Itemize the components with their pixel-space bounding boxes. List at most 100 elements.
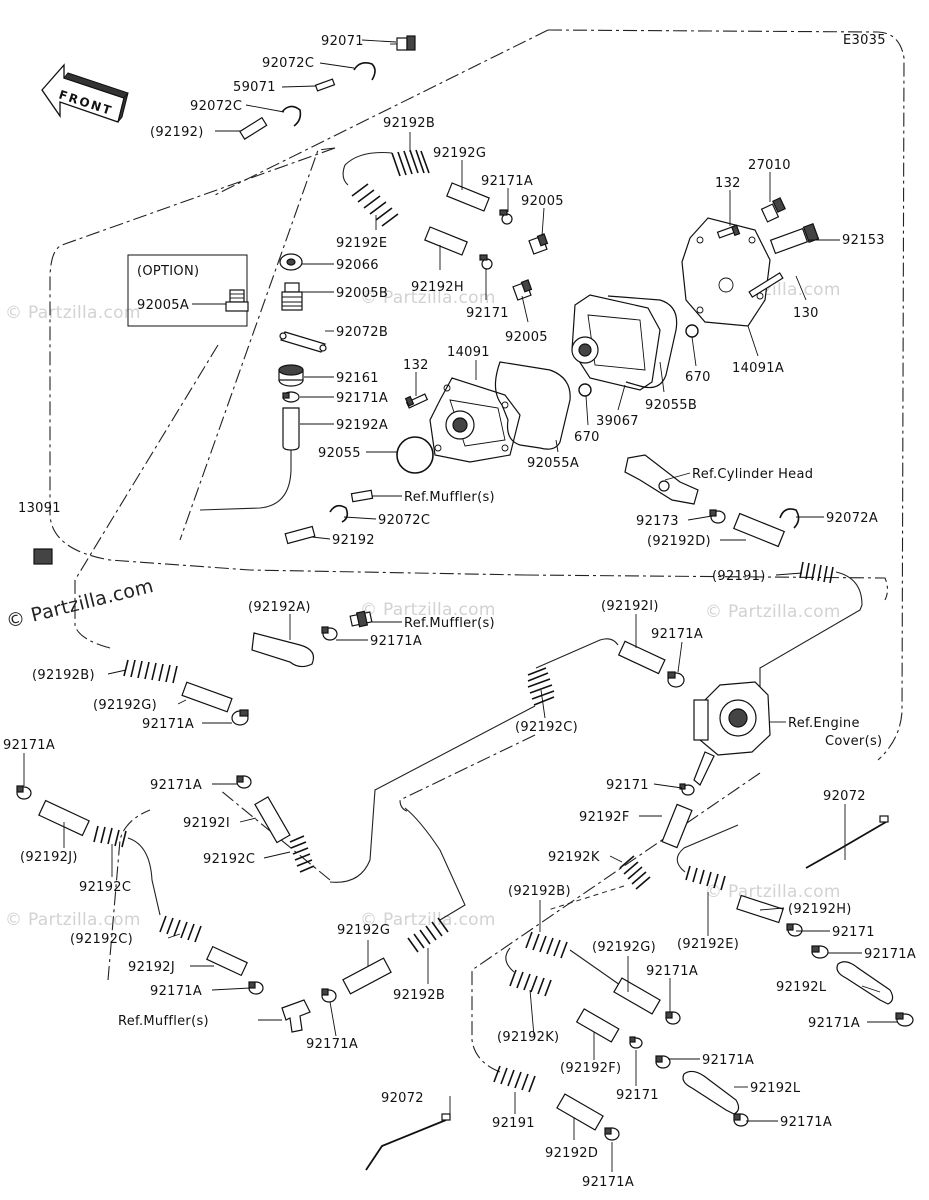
label-ref-muffler: Ref.Muffler(s)	[118, 1014, 209, 1029]
label-132: 132	[403, 358, 429, 373]
label-92192H: 92192H	[411, 280, 464, 295]
label-92171A: 92171A	[651, 627, 703, 642]
tie-92072-right	[805, 815, 889, 869]
spring-hose-92192K-bottom	[505, 947, 552, 997]
label-92191: 92191	[492, 1116, 535, 1131]
label-92192C: 92192C	[203, 852, 255, 867]
hose-92192D-bottom	[556, 1093, 604, 1131]
watermark: © Partzilla.com	[705, 882, 841, 902]
plug-92005A	[225, 289, 249, 312]
clamp-92171-right	[786, 923, 803, 937]
label-92173: 92173	[636, 514, 679, 529]
plug-92005B	[281, 282, 303, 311]
clamp-92072C-top	[353, 62, 376, 81]
fitting-ref-muffler-top	[350, 489, 374, 503]
hose-92192-top	[239, 116, 268, 140]
boundary-outlines	[49, 29, 905, 1073]
label-92171A: 92171A	[646, 964, 698, 979]
spring-hose-92192B-center	[404, 807, 466, 953]
clamp-92171-center	[679, 783, 695, 796]
spring-hose-92192E-top	[351, 183, 399, 227]
label-92192: 92192	[332, 533, 375, 548]
label-92055A: 92055A	[527, 456, 579, 471]
watermark: © Partzilla.com	[360, 288, 496, 308]
clamp-92171A-top	[499, 209, 513, 225]
label-27010: 27010	[748, 158, 791, 173]
housing-39067	[571, 294, 661, 391]
spring-hose-92191-bottom	[493, 1065, 536, 1093]
clamp-92171A-right	[667, 671, 685, 688]
label-92072: 92072	[381, 1091, 424, 1106]
clamp-92171A-far-left	[16, 785, 32, 800]
clamp-92171A-center-low	[321, 988, 337, 1003]
clamp-92171A-stack	[282, 391, 300, 403]
label-92005: 92005	[505, 330, 548, 345]
spring-hose-92192B-left	[123, 659, 178, 684]
spring-hose-92192C-left	[93, 825, 161, 916]
hose-92192A-mid	[251, 632, 315, 668]
fitting-92153	[769, 223, 820, 255]
label-92171A: 92171A	[370, 634, 422, 649]
clamp-92173	[709, 509, 726, 524]
label-92171A: 92171A	[864, 947, 916, 962]
clamp-92072A	[779, 508, 800, 529]
hose-92192H-right	[736, 894, 784, 924]
clamp-92171A-left	[231, 709, 249, 726]
hose-92192J-left-2	[206, 945, 248, 977]
watermark: © Partzilla.com	[5, 910, 141, 930]
hose-92192L-right	[836, 961, 894, 1005]
label-92072A: 92072A	[826, 511, 878, 526]
watermark: © Partzilla.com	[360, 600, 496, 620]
label-39067: 39067	[596, 414, 639, 429]
label-59071: 59071	[233, 80, 276, 95]
label-14091: 14091	[447, 345, 490, 360]
label-92192B: (92192B)	[508, 884, 571, 899]
hose-92192I-right	[617, 640, 666, 675]
clamp-92171-bottom	[629, 1036, 643, 1049]
hose-92192G-left	[181, 681, 233, 713]
gasket-92055A	[494, 361, 571, 450]
hose-92192D-right	[732, 512, 786, 548]
spring-hose-92191-right	[759, 561, 863, 688]
label-92071: 92071	[321, 34, 364, 49]
hose-92192G-top	[446, 182, 490, 212]
grommet-92161	[278, 364, 304, 387]
label-92005: 92005	[521, 194, 564, 209]
label-92171A: 92171A	[150, 778, 202, 793]
clamp-92171A-far-right	[811, 945, 829, 959]
label-92171A: 92171A	[3, 738, 55, 753]
hose-92192J-left	[38, 799, 90, 837]
ref-engine-cover-fitting	[693, 681, 771, 786]
ref-cylinder-head-fitting	[624, 454, 699, 505]
hose-92192A-stack	[282, 407, 300, 451]
clamp-92072C-2	[281, 105, 302, 127]
callout-labels: 92071 92072C 59071 92072C (92192) 92192B…	[3, 34, 916, 1190]
clamp-92171A-bottom	[665, 1011, 681, 1025]
label-92171: 92171	[606, 778, 649, 793]
label-92192C: (92192C)	[515, 720, 578, 735]
label-92192: (92192)	[150, 125, 204, 140]
label-92072C: 92072C	[262, 56, 314, 71]
watermark: © Partzilla.com	[5, 303, 141, 323]
hose-92192G-center	[342, 957, 392, 995]
housing-14091	[429, 377, 521, 463]
label-92161: 92161	[336, 371, 379, 386]
label-92192I: (92192I)	[601, 599, 659, 614]
front-arrow-icon: FRONT	[41, 63, 129, 123]
label-92192G: (92192G)	[93, 698, 157, 713]
bolt-132-upper	[716, 224, 741, 239]
label-92192H: (92192H)	[788, 902, 852, 917]
clamp-92171A-far-right-2	[895, 1012, 914, 1027]
fitting-ref-muffler-mid	[349, 610, 373, 628]
diagram-code: E3035	[843, 33, 886, 48]
label-92072: 92072	[823, 789, 866, 804]
label-92191: (92191)	[712, 569, 766, 584]
option-box: (OPTION) 92005A	[127, 254, 249, 327]
fitting-92005-a	[528, 233, 549, 255]
label-92005B: 92005B	[336, 286, 388, 301]
label-92192B: 92192B	[393, 988, 445, 1003]
fitting-92005-b	[512, 279, 533, 301]
label-92171: 92171	[616, 1088, 659, 1103]
clamp-92171A-mid	[321, 626, 338, 641]
